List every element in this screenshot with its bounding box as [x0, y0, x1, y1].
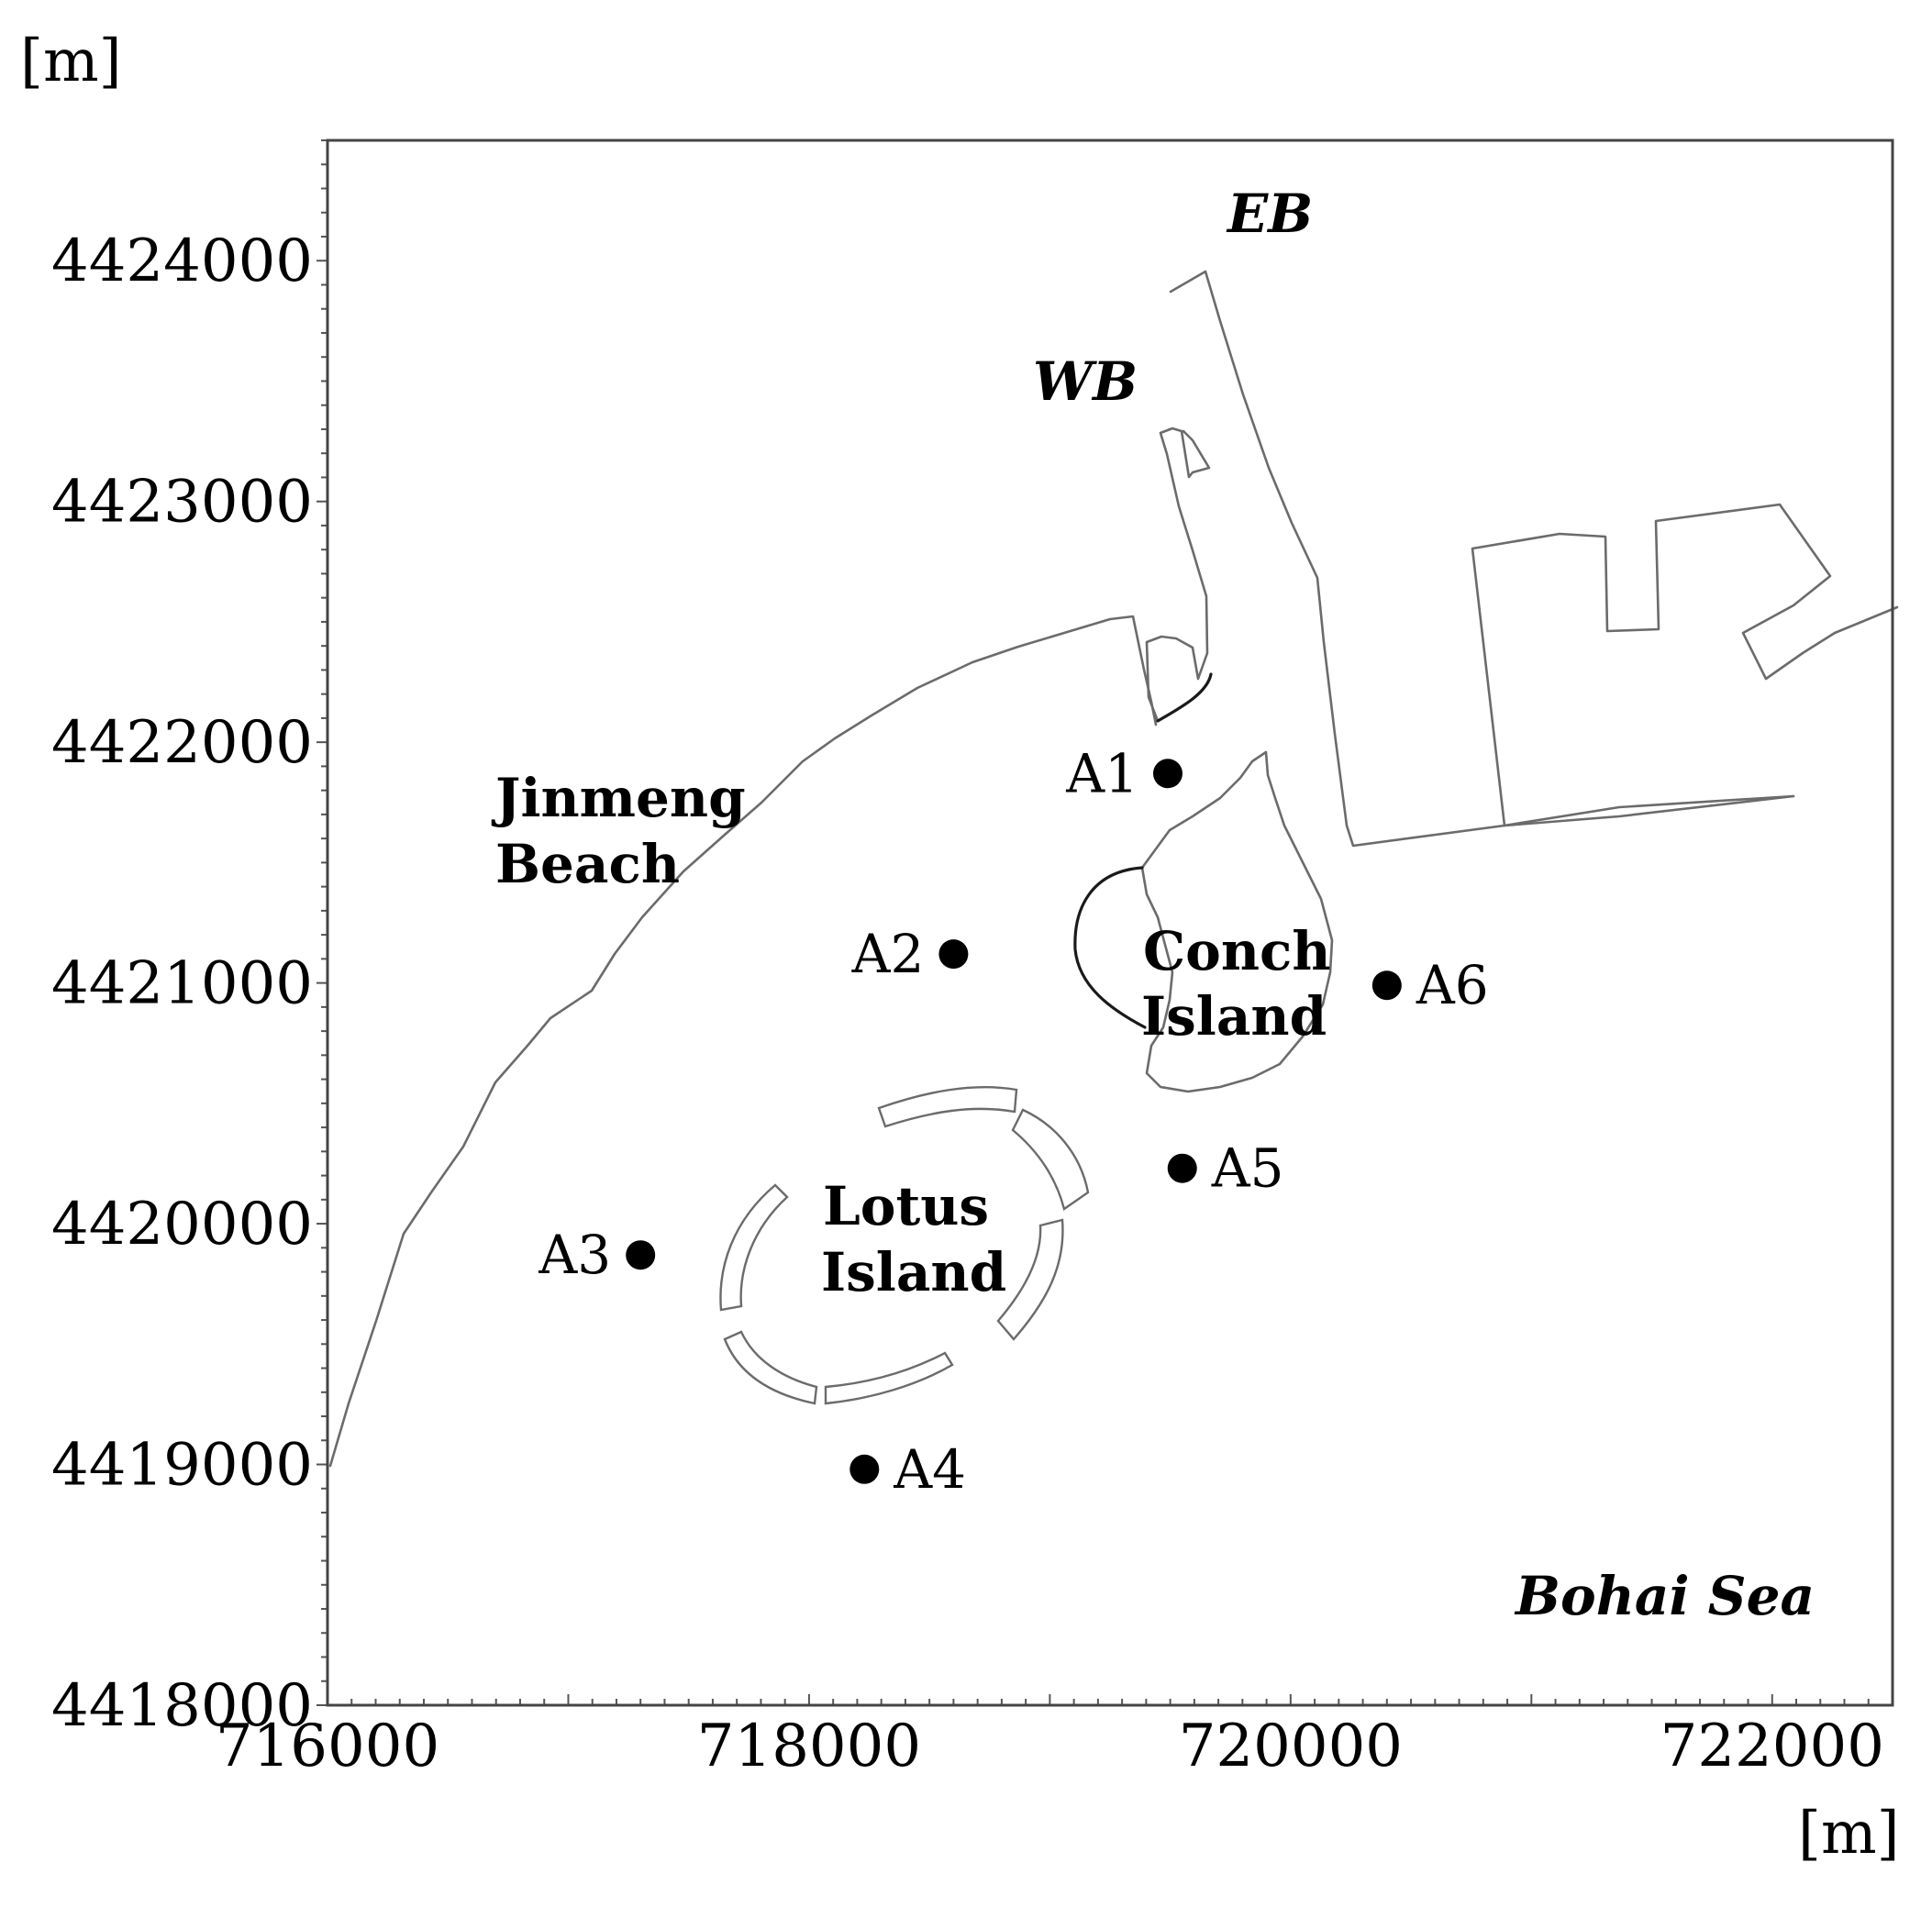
- x-tick-label: 718000: [697, 1713, 921, 1780]
- y-tick-label: 4419000: [51, 1432, 313, 1500]
- station-marker: [1167, 1153, 1197, 1183]
- eb-label: EB: [1226, 183, 1313, 245]
- y-tick-label: 4418000: [51, 1672, 313, 1740]
- x-tick-label: 720000: [1179, 1713, 1403, 1780]
- station-a2: A2: [851, 923, 969, 985]
- station-marker: [626, 1240, 656, 1270]
- lotus-island-label-line2: Island: [821, 1241, 1006, 1303]
- lotus-island-ring: [719, 1086, 1090, 1405]
- port-basin: [1471, 503, 1899, 827]
- lotus-ring-segment: [824, 1351, 954, 1405]
- y-tick-label: 4421000: [51, 950, 313, 1018]
- lotus-ring-segment: [719, 1183, 789, 1312]
- conch-island-label-line1: Conch: [1143, 920, 1331, 982]
- station-a1: A1: [1065, 742, 1183, 804]
- x-tick-label: 716000: [216, 1713, 439, 1780]
- x-tick-label: 722000: [1660, 1713, 1884, 1780]
- y-tick-label: 4424000: [51, 227, 313, 295]
- jinmeng-beach-label-line2: Beach: [495, 833, 680, 895]
- west-breakwater: [1145, 427, 1211, 723]
- station-label: A4: [893, 1438, 966, 1501]
- station-marker: [938, 939, 969, 970]
- jinmeng-beach-label-line1: Jinmeng: [491, 767, 746, 829]
- west-breakwater-inner: [1156, 672, 1213, 723]
- station-label: A3: [538, 1224, 611, 1286]
- lotus-island-label-line1: Lotus: [823, 1175, 989, 1237]
- wb-label: WB: [1033, 350, 1138, 413]
- east-breakwater: [1169, 270, 1795, 848]
- station-a5: A5: [1167, 1137, 1284, 1200]
- lotus-ring-segment: [1011, 1108, 1090, 1211]
- y-tick-label: 4423000: [51, 469, 313, 537]
- station-label: A1: [1065, 742, 1138, 804]
- station-a3: A3: [538, 1224, 656, 1286]
- station-a6: A6: [1371, 954, 1489, 1016]
- conch-island-label-line2: Island: [1141, 985, 1327, 1048]
- coastline: [328, 270, 1899, 1468]
- conch-island-dyke: [1073, 866, 1147, 1029]
- y-axis-unit: [m]: [20, 28, 122, 95]
- y-tick-label: 4422000: [51, 709, 313, 777]
- station-marker: [849, 1454, 880, 1484]
- y-tick-label: 4420000: [51, 1191, 313, 1258]
- map-frame: [326, 139, 1894, 1707]
- bohai-sea-label: Bohai Sea: [1514, 1565, 1815, 1627]
- station-label: A6: [1416, 954, 1489, 1016]
- x-axis-unit: [m]: [1798, 1800, 1900, 1868]
- y-axis-ticks: 4418000 4419000 4420000 4421000 4422000 44230…: [51, 139, 328, 1740]
- jinmeng-beach-coast: [328, 615, 1158, 1468]
- lotus-ring-segment: [877, 1086, 1018, 1128]
- x-axis-ticks: 716000 718000 720000 722000: [216, 1694, 1893, 1780]
- station-label: A5: [1211, 1137, 1284, 1200]
- station-marker: [1152, 759, 1183, 789]
- station-marker: [1371, 970, 1402, 1001]
- lotus-ring-segment: [996, 1218, 1064, 1341]
- conch-island-outline: [1140, 750, 1334, 1093]
- station-label: A2: [851, 923, 925, 985]
- lotus-ring-segment: [723, 1330, 818, 1405]
- station-a4: A4: [849, 1438, 966, 1501]
